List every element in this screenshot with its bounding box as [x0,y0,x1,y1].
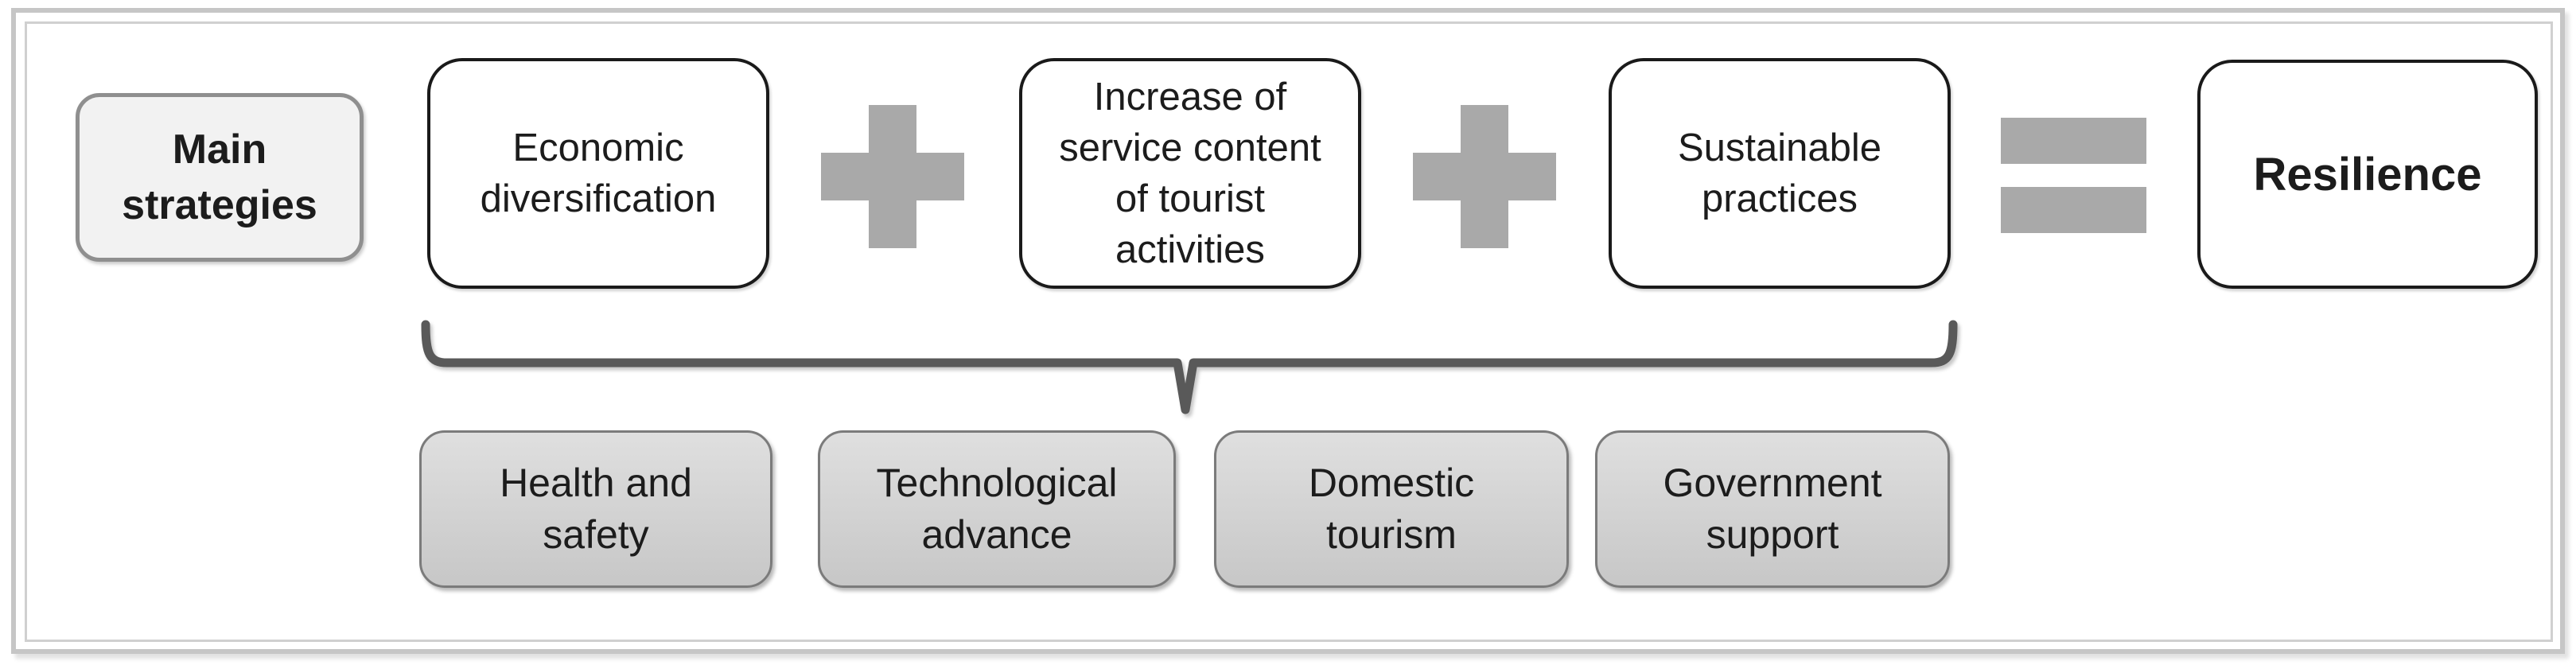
plus-icon [821,105,964,248]
equals-icon [2001,118,2146,233]
figure-outer-frame [11,8,2565,654]
equals-bar [2001,187,2146,233]
curly-brace-down-icon [421,320,1958,414]
equals-bar [2001,118,2146,164]
factor-box-government-support: Government support [1595,430,1950,588]
term-box-service-content-increase: Increase of service content of tourist a… [1019,58,1361,289]
factor-box-health-and-safety: Health and safety [419,430,772,588]
result-box-resilience: Resilience [2197,60,2538,289]
factor-box-technological-advance: Technological advance [818,430,1176,588]
factor-box-domestic-tourism: Domestic tourism [1214,430,1569,588]
term-box-economic-diversification: Economic diversification [427,58,769,289]
plus-icon [1413,105,1556,248]
term-box-sustainable-practices: Sustainable practices [1609,58,1951,289]
main-strategies-label-box: Main strategies [76,93,364,262]
figure-inner-frame [25,21,2553,642]
